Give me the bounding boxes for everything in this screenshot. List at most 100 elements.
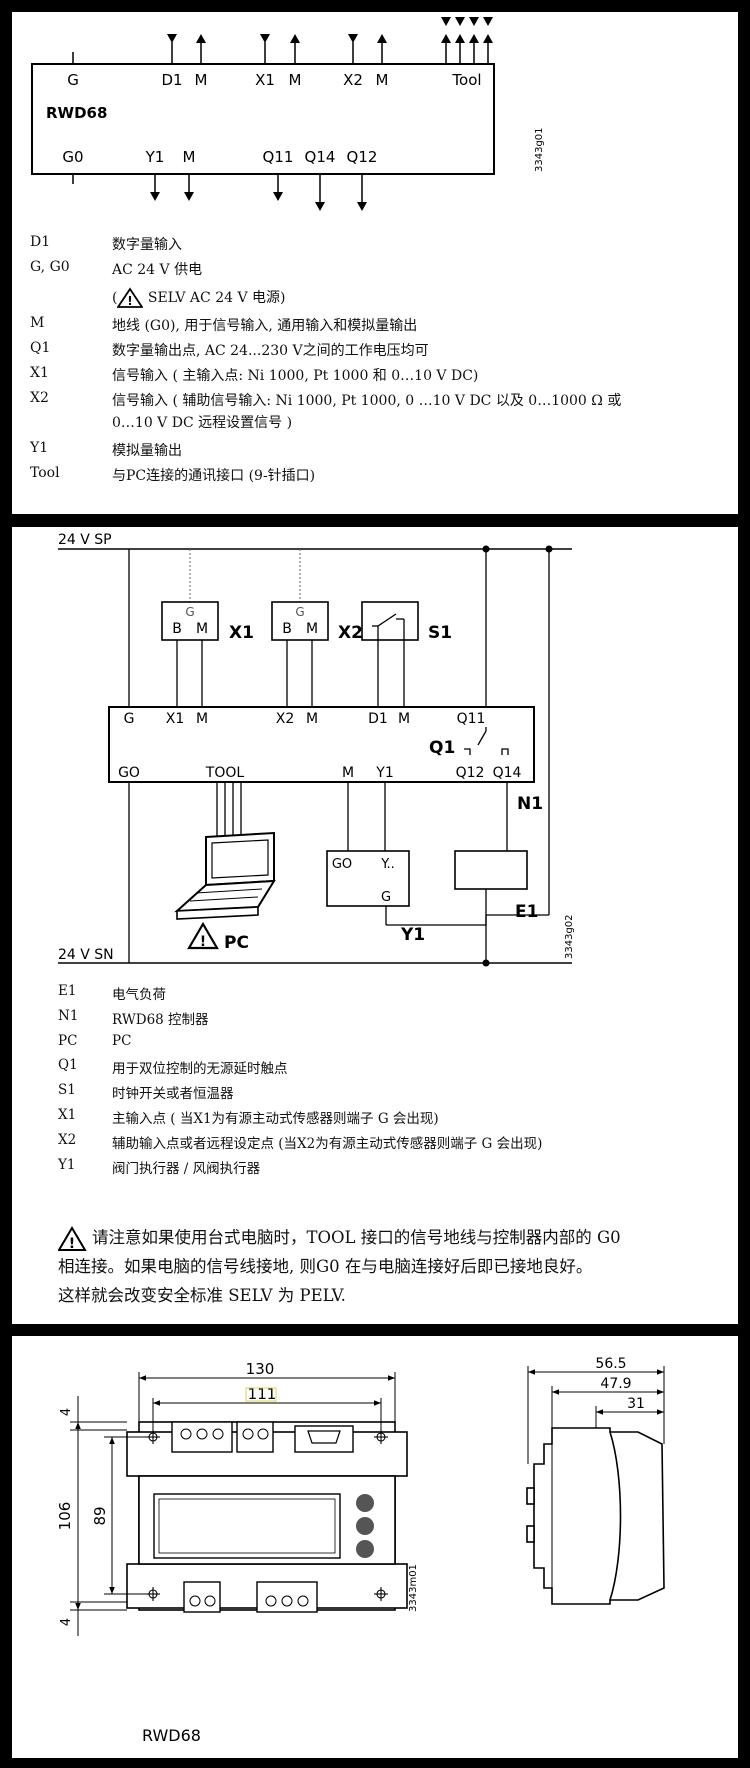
legend-value: 信号输入 ( 主输入点: Ni 1000, Pt 1000 和 0…10 V D…: [112, 368, 479, 384]
legend-key: S1: [58, 1082, 76, 1098]
legend-key: Tool: [30, 465, 60, 481]
safety-note: !请注意如果使用台式电脑时，TOOL 接口的信号地线与控制器内部的 G0 相连接…: [58, 1223, 728, 1310]
legend-value: 信号输入 ( 辅助信号输入: Ni 1000, Pt 1000, 0 …10 V…: [112, 393, 622, 409]
dim-130: 130: [246, 1360, 275, 1378]
front-view: [126, 1421, 408, 1613]
legend-key: M: [30, 315, 45, 331]
note-line-2: 相连接。如果电脑的信号线接地, 则G0 在与电脑连接好后即已接地良好。: [58, 1257, 593, 1276]
terminal-tool: Tool: [451, 71, 481, 89]
legend-value: 地线 (G0), 用于信号输入, 通用输入和模拟量输出: [112, 318, 418, 334]
ctrl-terminal-y1: Y1: [375, 765, 393, 781]
terminal-q14: Q14: [305, 148, 336, 166]
ctrl-terminal-go: GO: [118, 765, 140, 781]
terminal-m: M: [376, 71, 389, 89]
ctrl-terminal-x2: X2: [276, 711, 295, 727]
dim-4-bottom: 4: [59, 1618, 74, 1626]
terminal-y1: Y1: [145, 148, 165, 166]
device-name: RWD68: [46, 104, 107, 122]
drawing-code: 3343m01: [408, 1564, 419, 1612]
dimension-drawing: 130 111 106 89 4 4 3343m01 RWD68 56.5 47…: [56, 1356, 665, 1745]
legend-value: 0…10 V DC 远程设置信号 ): [112, 415, 293, 431]
legend-key: X1: [30, 365, 49, 381]
terminal-q11: Q11: [263, 148, 294, 166]
ctrl-terminal-x1: X1: [166, 711, 185, 727]
legend-value: 数字量输入: [112, 237, 182, 253]
sensor-m: M: [196, 621, 208, 637]
actuator-g: G: [381, 890, 391, 905]
sensor-x2-box: [271, 601, 329, 641]
wiring-diagram: 24 V SP 24 V SN G B M X1 G B M X2 S1: [58, 532, 575, 967]
legend-key: X1: [58, 1107, 77, 1123]
terminal-m: M: [183, 148, 196, 166]
legend-value: 时钟开关或者恒温器: [112, 1086, 234, 1102]
legend-key: D1: [30, 234, 51, 250]
ctrl-terminal-q14: Q14: [493, 765, 522, 781]
svg-text:!: !: [69, 1236, 75, 1252]
note-line-3: 这样就会改变安全标准 SELV 为 PELV.: [58, 1286, 346, 1305]
legend-key: N1: [58, 1008, 79, 1024]
label-e1: E1: [515, 902, 538, 922]
legend-value: PC: [112, 1033, 132, 1049]
legend-value: RWD68 控制器: [112, 1012, 209, 1028]
legend-value-selv: (! SELV AC 24 V 电源): [112, 287, 286, 309]
svg-text:!: !: [200, 934, 206, 950]
legend-value: AC 24 V 供电: [112, 262, 203, 278]
ctrl-terminal-tool: TOOL: [205, 765, 245, 781]
relay-q1-label: Q1: [429, 738, 455, 758]
ctrl-terminal-q12: Q12: [456, 765, 485, 781]
legend-value: 辅助输入点或者远程设定点 (当X2为有源主动式传感器则端子 G 会出现): [112, 1136, 543, 1152]
actuator-y1-box: [326, 850, 410, 907]
sensor-b: B: [172, 621, 182, 637]
up-button-icon: [356, 1494, 374, 1512]
down-button-icon: [356, 1517, 374, 1535]
terminal-legend: D1 数字量输入 G, G0 AC 24 V 供电 (! SELV AC 24 …: [30, 234, 730, 504]
legend-key: G, G0: [30, 259, 70, 275]
dim-56-5: 56.5: [595, 1356, 626, 1372]
legend-key: Y1: [30, 440, 49, 456]
dim-106: 106: [56, 1502, 74, 1531]
dim-47-9: 47.9: [600, 1376, 631, 1392]
note-line-1: !请注意如果使用台式电脑时，TOOL 接口的信号地线与控制器内部的 G0: [58, 1223, 728, 1252]
switch-s1-box: [361, 601, 419, 641]
sensor-g: G: [185, 605, 194, 619]
legend-key: Q1: [30, 340, 51, 356]
ctrl-terminal-m: M: [398, 711, 410, 727]
legend-key: X2: [58, 1132, 77, 1148]
dim-89: 89: [91, 1506, 109, 1525]
controller-n1-label: N1: [517, 794, 543, 814]
paren-open: (: [112, 290, 118, 306]
legend-key: E1: [58, 983, 77, 999]
actuator-y: Y..: [380, 857, 395, 872]
load-e1-box: [454, 850, 528, 890]
terminal-d1: D1: [161, 71, 182, 89]
legend-key: Y1: [58, 1157, 76, 1173]
sensor-b: B: [282, 621, 292, 637]
legend-key: X2: [30, 390, 49, 406]
ctrl-terminal-q11: Q11: [457, 711, 486, 727]
legend-value: 电气负荷: [112, 987, 166, 1003]
terminal-q12: Q12: [347, 148, 378, 166]
wiring-panel: 24 V SP 24 V SN G B M X1 G B M X2 S1: [12, 527, 738, 1324]
label-y1: Y1: [400, 925, 425, 945]
terminal-diagram: G D1 M X1 M X2 M Tool RWD68 G0 Y1 M Q11 …: [31, 17, 545, 211]
side-view: [526, 1427, 665, 1605]
legend-key: PC: [58, 1033, 78, 1049]
terminal-m: M: [289, 71, 302, 89]
wiring-legend: E1 电气负荷 N1 RWD68 控制器 PC PC Q1 用于双位控制的无源延…: [58, 983, 728, 1193]
ctrl-terminal-m: M: [342, 765, 354, 781]
terminal-panel: G D1 M X1 M X2 M Tool RWD68 G0 Y1 M Q11 …: [12, 12, 738, 514]
warning-icon: !: [58, 1225, 87, 1252]
display-screen: [153, 1493, 341, 1559]
sub-d-connector-icon: [294, 1425, 354, 1453]
selv-text: SELV AC 24 V 电源): [147, 290, 286, 306]
sensor-x1-box: [161, 601, 219, 641]
drawing-code: 3343g01: [534, 127, 545, 172]
laptop-icon: [174, 831, 276, 920]
terminal-g: G: [67, 71, 79, 89]
legend-value: 与PC连接的通讯接口 (9-针插口): [112, 468, 316, 484]
legend-value: 数字量输出点, AC 24...230 V之间的工作电压均可: [112, 343, 429, 359]
pc-label: PC: [224, 933, 249, 953]
terminal-x2: X2: [343, 71, 363, 89]
legend-value: 阀门执行器 / 风阀执行器: [112, 1161, 261, 1177]
ctrl-terminal-m: M: [196, 711, 208, 727]
